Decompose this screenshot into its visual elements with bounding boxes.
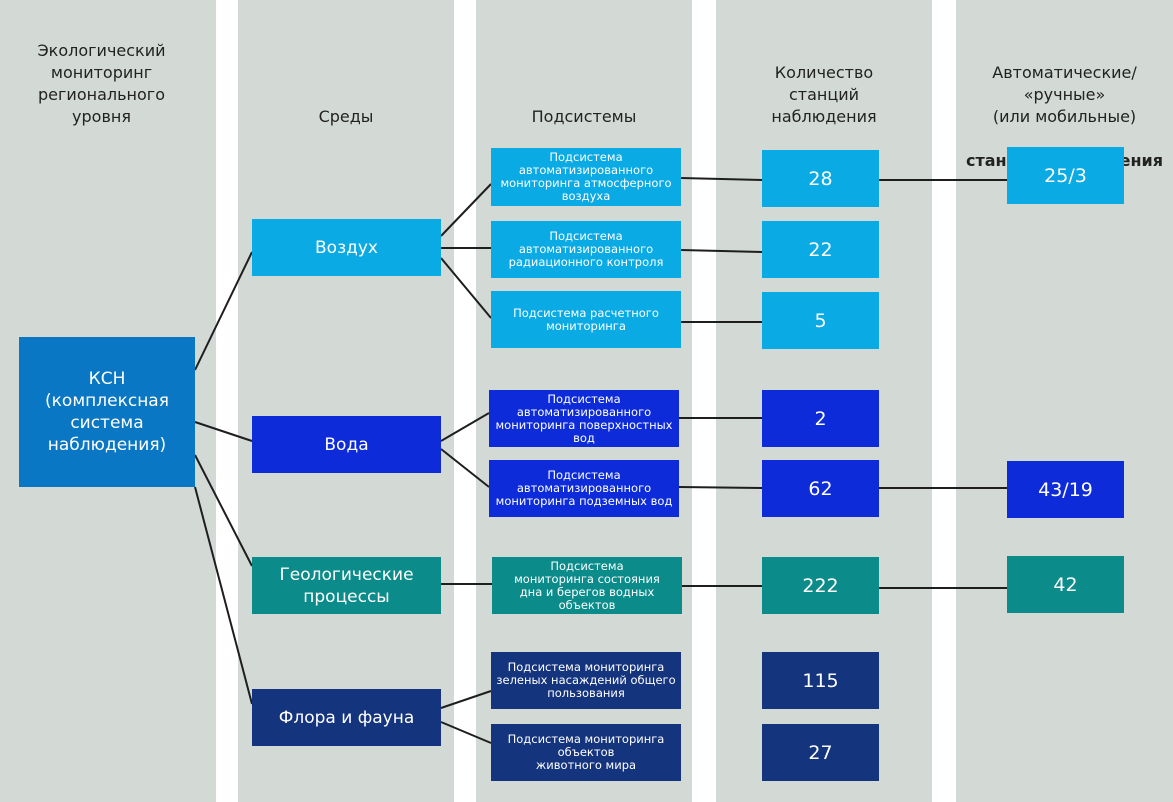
link-water-sub4	[440, 412, 490, 442]
link-sub5-count	[678, 486, 763, 489]
subsystem-radiation-control: Подсистема автоматизированного радиацион…	[491, 221, 681, 278]
station-count-surface-water: 2	[762, 390, 879, 447]
subsystem-air-monitoring: Подсистема автоматизированного мониторин…	[491, 148, 681, 206]
ksn-box: КСН (комплексная система наблюдения)	[19, 337, 195, 487]
link-ksn-water	[194, 421, 253, 442]
env-water: Вода	[252, 416, 441, 473]
env-air: Воздух	[252, 219, 441, 276]
link-flora-sub7	[440, 690, 492, 709]
column-auto-manual	[956, 0, 1173, 802]
link-sub2-count	[680, 249, 763, 253]
link-water-sub5	[440, 448, 490, 488]
subsystem-green-spaces: Подсистема мониторинга зеленых насаждени…	[491, 652, 681, 709]
auto-manual-ground-water: 43/19	[1007, 461, 1124, 518]
station-count-wildlife: 27	[762, 724, 879, 781]
station-count-ground-water: 62	[762, 460, 879, 517]
header-environments: Среды	[318, 107, 374, 126]
link-ksn-air	[194, 251, 253, 371]
link-flora-sub8	[440, 721, 492, 744]
column-environments	[238, 0, 454, 802]
subsystem-water-bed-banks: Подсистема мониторинга состояния дна и б…	[492, 557, 682, 614]
header-subsystems: Подсистемы	[531, 107, 637, 126]
station-count-air: 28	[762, 150, 879, 207]
subsystem-surface-water: Подсистема автоматизированного мониторин…	[489, 390, 679, 447]
header-station-count: Количество станций наблюдения	[771, 63, 877, 126]
station-count-calculated: 5	[762, 292, 879, 349]
link-ksn-geology	[194, 454, 253, 567]
station-count-water-bed: 222	[762, 557, 879, 614]
link-ksn-flora	[194, 486, 253, 705]
auto-manual-air: 25/3	[1007, 147, 1124, 204]
station-count-radiation: 22	[762, 221, 879, 278]
header-regional-monitoring: Экологический мониторинг регионального у…	[37, 41, 166, 126]
link-air-sub1	[440, 183, 492, 237]
subsystem-calculated-monitoring: Подсистема расчетного мониторинга	[491, 291, 681, 348]
env-geology: Геологические процессы	[252, 557, 441, 614]
subsystem-wildlife: Подсистема мониторинга объектов животног…	[491, 724, 681, 781]
subsystem-ground-water: Подсистема автоматизированного мониторин…	[489, 460, 679, 517]
auto-manual-water-bed: 42	[1007, 556, 1124, 613]
link-air-sub3	[440, 257, 492, 319]
link-sub1-count	[680, 177, 763, 181]
env-flora-fauna: Флора и фауна	[252, 689, 441, 746]
header-auto-manual-top: Автоматические/ «ручные» (или мобильные)	[992, 63, 1137, 126]
station-count-green-spaces: 115	[762, 652, 879, 709]
